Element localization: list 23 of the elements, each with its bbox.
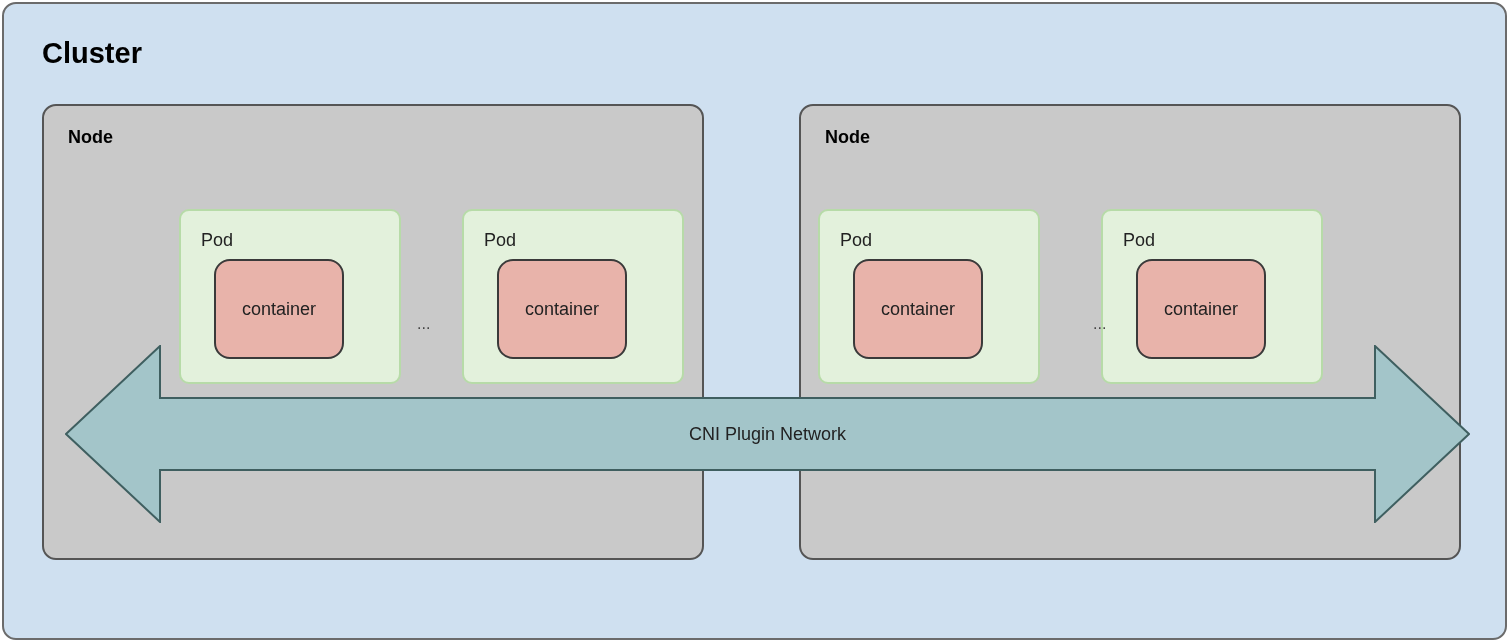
container-box	[853, 259, 983, 359]
node-title: Node	[825, 126, 870, 149]
pod-title: Pod	[1123, 229, 1156, 252]
container-box	[1136, 259, 1266, 359]
container-title: container	[241, 297, 317, 321]
pod-title: Pod	[840, 229, 873, 252]
pod-box	[462, 209, 684, 384]
ellipsis-label: ...	[417, 314, 431, 334]
band-label: CNI Plugin Network	[688, 422, 847, 446]
pod-box	[179, 209, 401, 384]
container-box	[214, 259, 344, 359]
container-title: container	[1163, 297, 1239, 321]
ellipsis-label: ...	[1093, 314, 1107, 334]
container-box	[497, 259, 627, 359]
pod-box	[1101, 209, 1323, 384]
pod-title: Pod	[484, 229, 517, 252]
double-arrow-band	[65, 345, 1470, 523]
node-title: Node	[68, 126, 113, 149]
container-title: container	[880, 297, 956, 321]
pod-box	[818, 209, 1040, 384]
cluster-title: Cluster	[42, 36, 142, 71]
container-title: container	[524, 297, 600, 321]
pod-title: Pod	[201, 229, 234, 252]
